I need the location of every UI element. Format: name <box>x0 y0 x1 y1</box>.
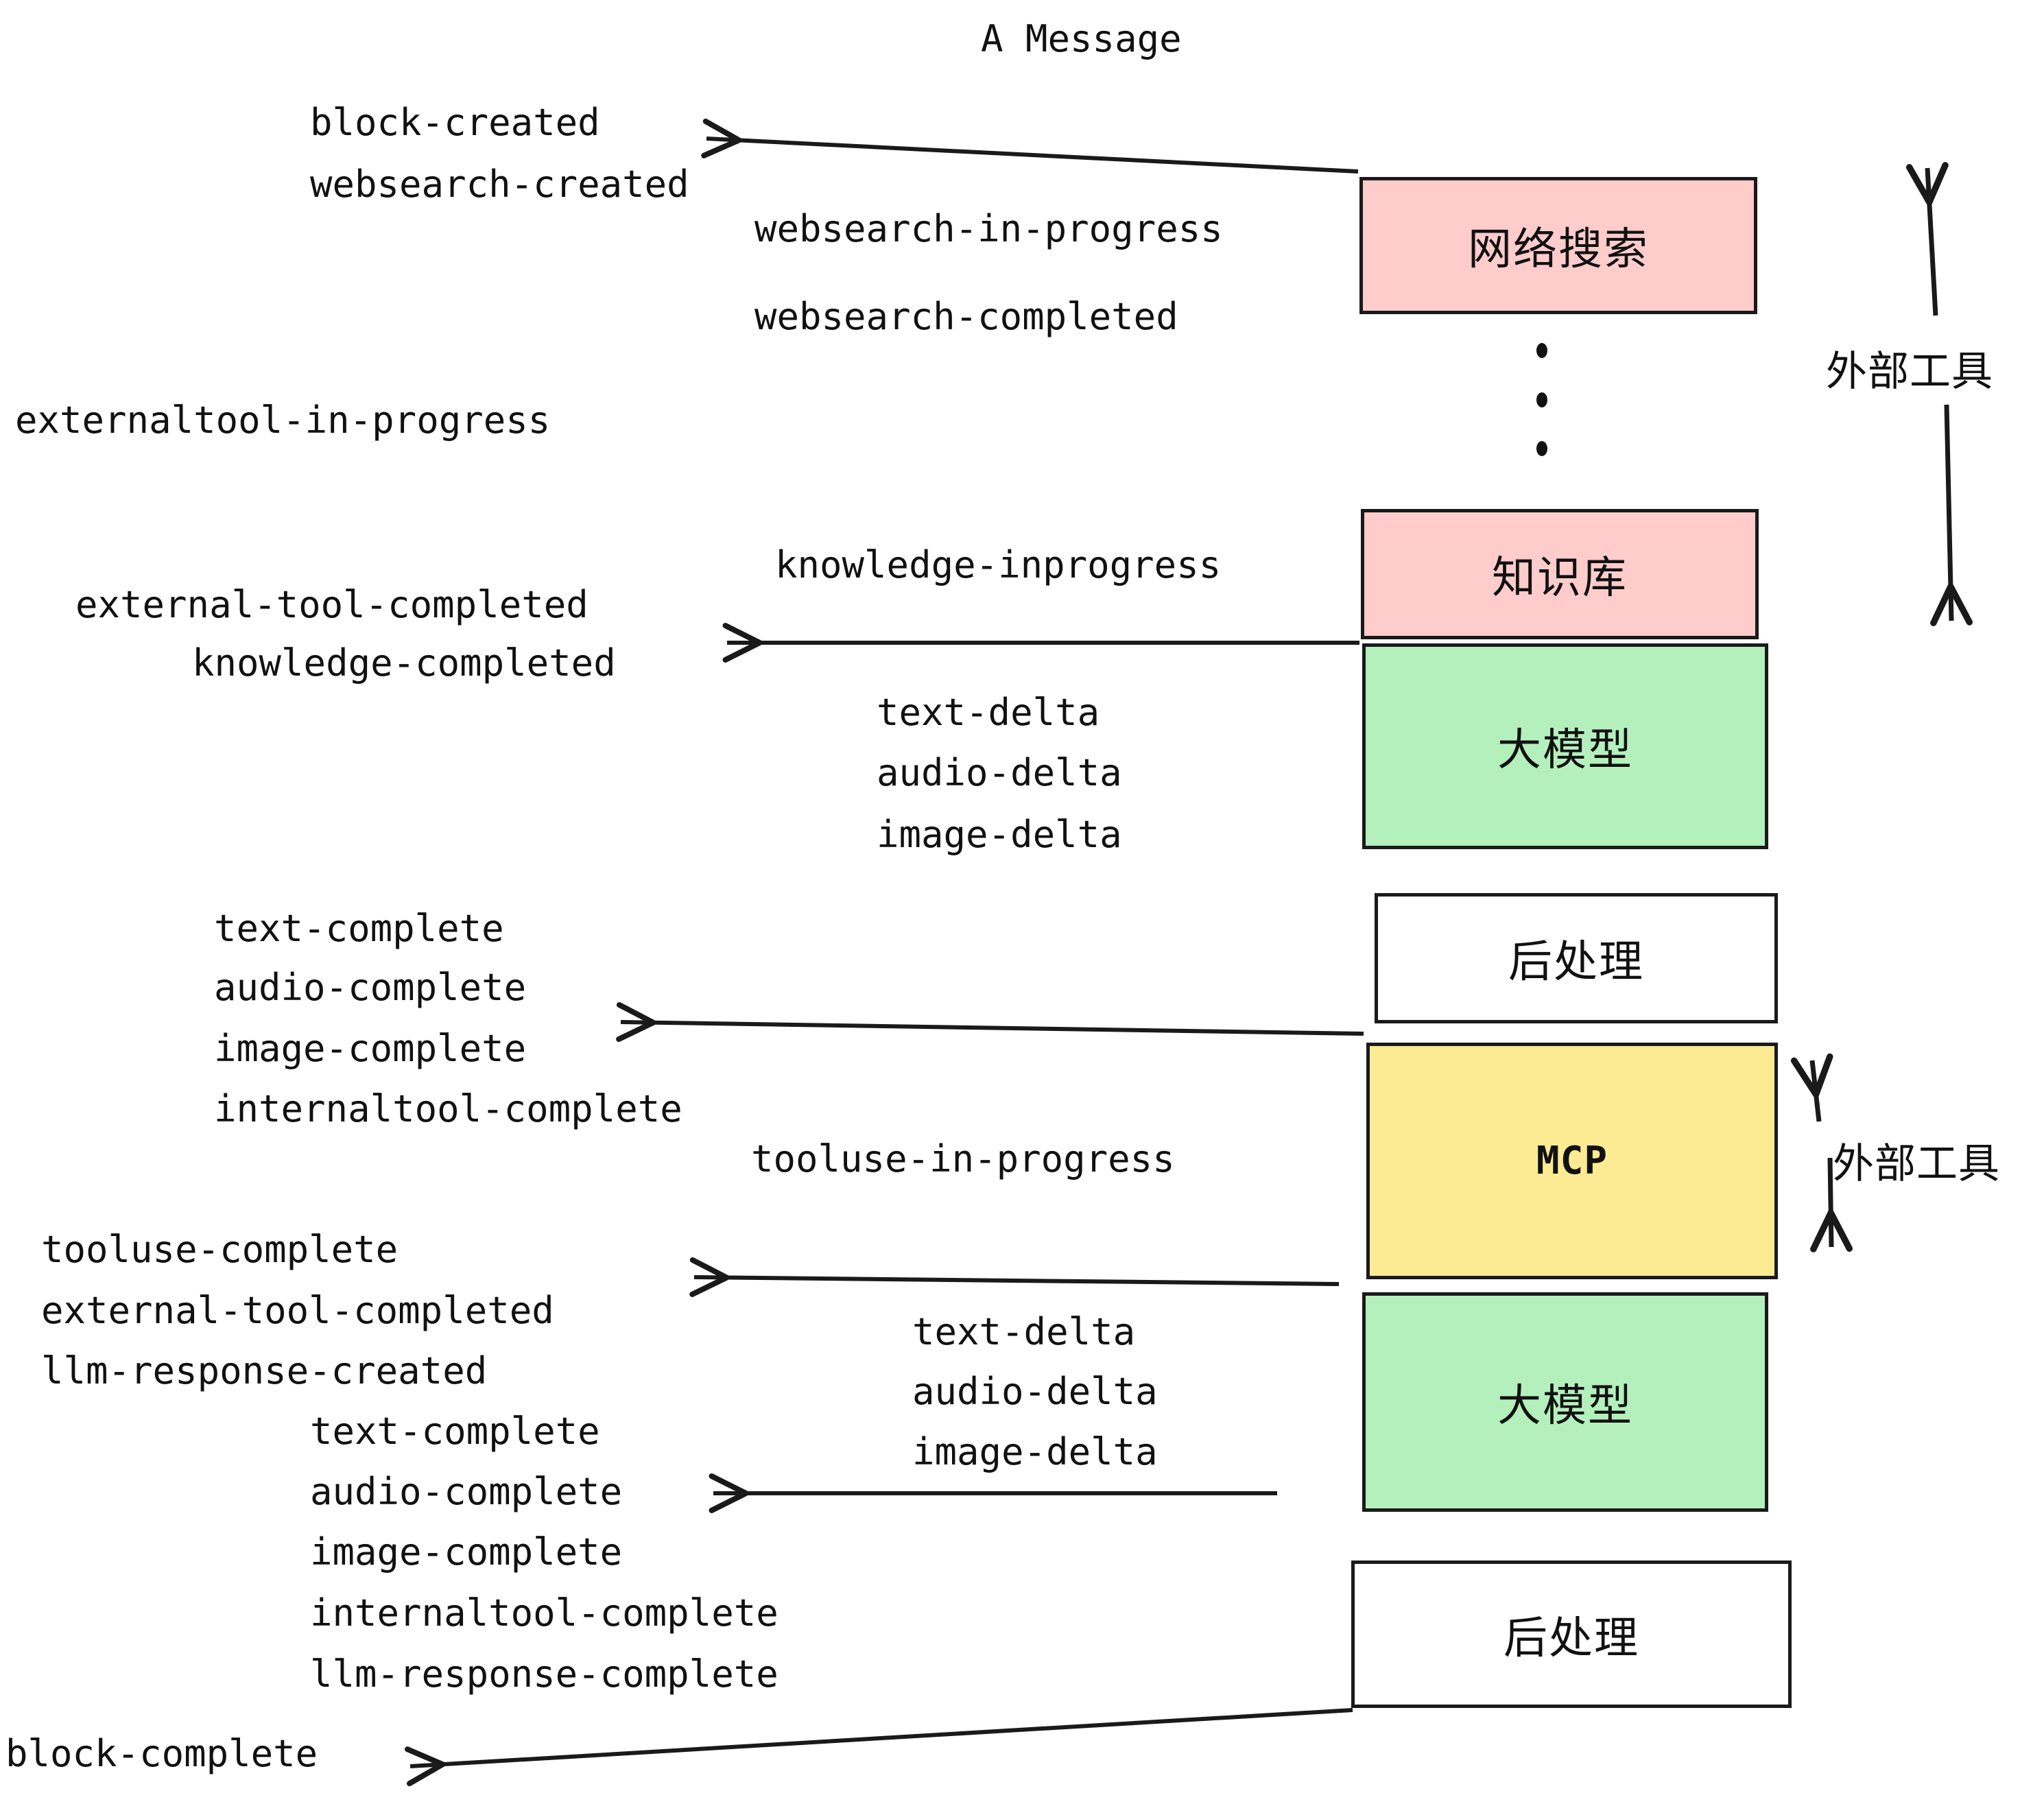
event-label-websearch-completed: websearch-completed <box>754 295 1178 338</box>
event-label-internaltool-complete-1: internaltool-complete <box>214 1087 682 1130</box>
event-label-externaltool-in-progress: externaltool-in-progress <box>15 399 551 442</box>
arrow-llm1-to-image-complete <box>616 1001 1364 1042</box>
ellipsis-dot <box>1536 392 1547 407</box>
box-llm-2-label: 大模型 <box>1497 1381 1633 1432</box>
event-label-websearch-in-progress: websearch-in-progress <box>754 207 1223 250</box>
side-label-external-tools-top: 外部工具 <box>1826 348 1993 396</box>
event-label-image-complete-2: image-complete <box>310 1530 623 1574</box>
vertical-ellipsis <box>1535 343 1549 456</box>
box-postprocess-1-label: 后处理 <box>1508 937 1644 988</box>
event-label-audio-delta-1: audio-delta <box>877 751 1122 794</box>
event-label-block-created: block-created <box>310 101 600 144</box>
event-label-llm-response-complete: llm-response-complete <box>310 1652 779 1696</box>
event-label-audio-complete-1: audio-complete <box>214 966 527 1009</box>
box-postprocess-1[interactable]: 后处理 <box>1375 893 1778 1023</box>
box-llm-1-label: 大模型 <box>1497 725 1633 776</box>
event-label-external-tool-completed-1: external-tool-completed <box>75 583 589 626</box>
box-llm-2[interactable]: 大模型 <box>1362 1292 1768 1512</box>
arrow-mcp-to-tooluse-complete <box>689 1257 1340 1297</box>
event-label-llm-response-created: llm-response-created <box>41 1349 488 1392</box>
ellipsis-dot <box>1536 343 1547 358</box>
event-label-knowledge-completed: knowledge-completed <box>192 641 616 685</box>
ellipsis-dot <box>1536 441 1547 456</box>
event-label-external-tool-completed-2: external-tool-completed <box>41 1289 554 1332</box>
event-label-text-complete-1: text-complete <box>214 907 504 950</box>
arrow-websearch-to-block-created <box>701 118 1359 174</box>
box-websearch-label: 网络搜索 <box>1468 224 1649 275</box>
diagram-title: A Message <box>981 17 1182 60</box>
event-label-block-complete: block-complete <box>5 1732 318 1775</box>
box-knowledge-base[interactable]: 知识库 <box>1361 509 1759 639</box>
event-label-knowledge-inprogress: knowledge-inprogress <box>775 543 1222 586</box>
event-label-audio-complete-2: audio-complete <box>310 1470 623 1513</box>
event-label-text-delta-1: text-delta <box>877 691 1100 734</box>
event-label-websearch-created: websearch-created <box>310 163 689 206</box>
box-websearch[interactable]: 网络搜索 <box>1359 177 1757 314</box>
box-mcp-label: MCP <box>1536 1139 1608 1183</box>
event-label-image-complete-1: image-complete <box>214 1027 527 1070</box>
box-mcp[interactable]: MCP <box>1366 1043 1778 1279</box>
box-llm-1[interactable]: 大模型 <box>1362 643 1768 849</box>
bracket-arrow-external-tools-bottom <box>1790 1053 1853 1253</box>
arrow-postprocess2-to-block-complete <box>405 1708 1353 1787</box>
event-label-internaltool-complete-2: internaltool-complete <box>310 1591 779 1635</box>
event-label-tooluse-in-progress: tooluse-in-progress <box>751 1137 1175 1180</box>
event-label-text-delta-2: text-delta <box>912 1310 1136 1353</box>
event-label-text-complete-2: text-complete <box>310 1410 600 1453</box>
event-label-image-delta-2: image-delta <box>912 1430 1158 1473</box>
box-knowledge-base-label: 知识库 <box>1492 553 1628 604</box>
event-label-image-delta-1: image-delta <box>877 813 1122 856</box>
event-label-tooluse-complete: tooluse-complete <box>41 1228 399 1271</box>
side-label-external-tools-bottom: 外部工具 <box>1833 1140 2000 1188</box>
event-label-audio-delta-2: audio-delta <box>912 1370 1158 1413</box>
box-postprocess-2-label: 后处理 <box>1504 1613 1639 1664</box>
box-postprocess-2[interactable]: 后处理 <box>1351 1560 1792 1708</box>
